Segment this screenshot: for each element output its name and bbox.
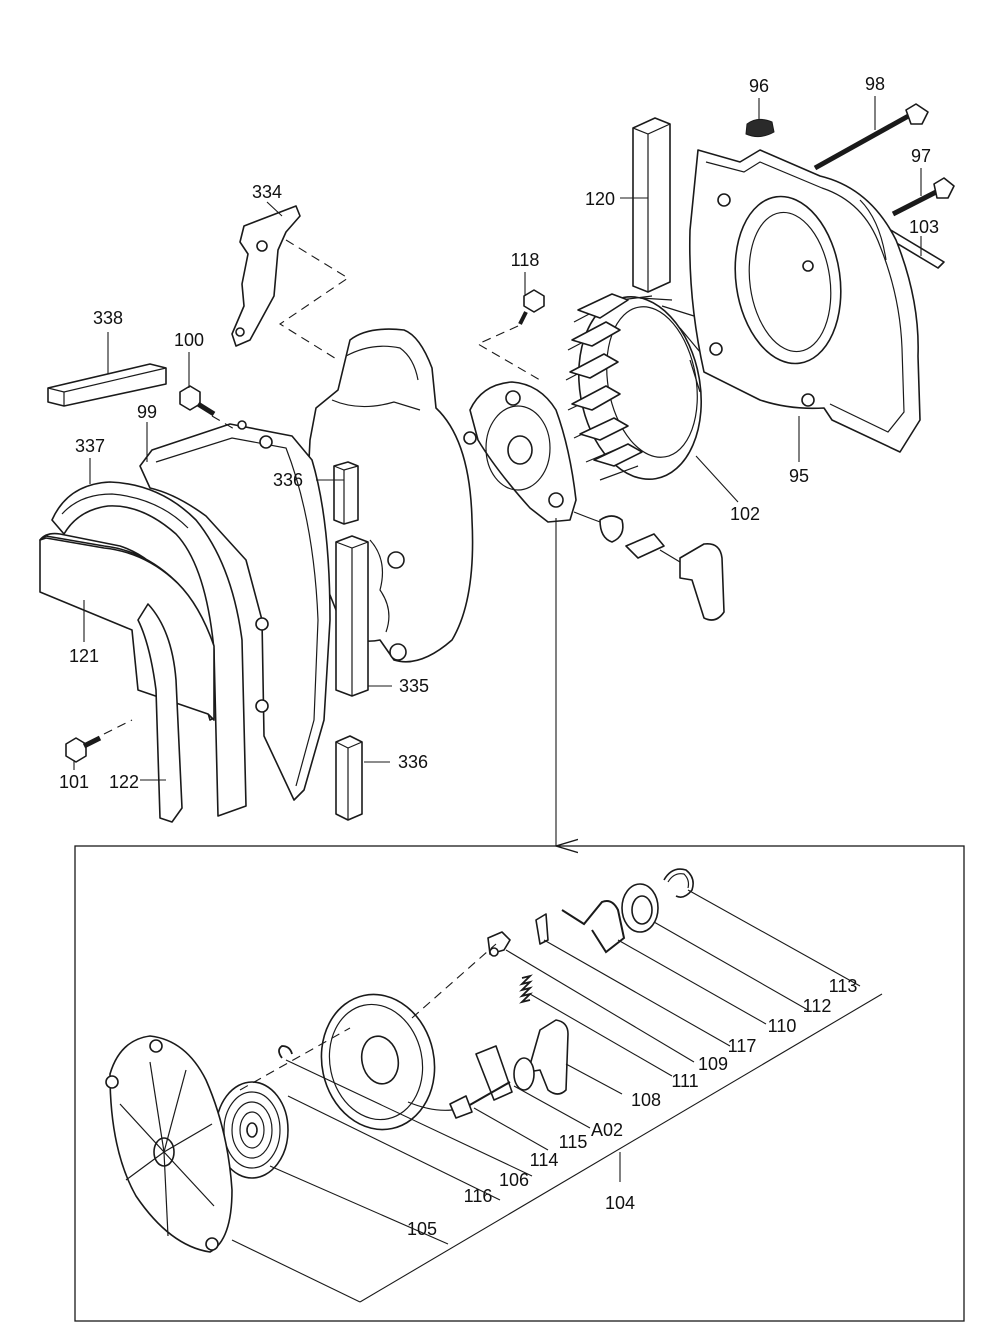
- callout-108: 108: [631, 1090, 661, 1110]
- detail-leader-lines: [231, 889, 883, 1303]
- circlip-part-106: [278, 1045, 293, 1059]
- bolt-part-97: [891, 177, 955, 217]
- clip-part-117: [535, 913, 549, 945]
- washer-part-112: [621, 883, 659, 933]
- flywheel-fan-part-102: [565, 293, 703, 481]
- snap-ring-part-113: [663, 868, 694, 898]
- callout-104: 104: [605, 1193, 635, 1213]
- callout-117: 117: [728, 1036, 757, 1056]
- upper-leader-lines: [73, 96, 922, 781]
- bolt-part-100: [179, 385, 216, 417]
- callout-335: 335: [399, 676, 429, 696]
- callout-111: 111: [671, 1071, 698, 1091]
- callout-101: 101: [59, 772, 89, 792]
- shroud-part-99: [139, 420, 331, 801]
- cap-part-96: [745, 118, 775, 138]
- pawl-part-109: [487, 931, 511, 957]
- recoil-spring-part-105: [215, 1081, 289, 1179]
- callout-334: 334: [252, 182, 282, 202]
- callout-336-lower: 336: [398, 752, 428, 772]
- callout-121: 121: [69, 646, 99, 666]
- screw-part-118: [518, 289, 545, 325]
- callout-100: 100: [174, 330, 204, 350]
- callout-99: 99: [137, 402, 157, 422]
- callout-116: 116: [464, 1186, 493, 1206]
- fan-housing-part-95: [688, 149, 921, 453]
- long-bolt-part-98: [813, 103, 929, 171]
- foam-strip-part-335: [335, 535, 369, 697]
- upper-callouts: 96 98 97 103 120 334 118 338 100 99 337 …: [59, 74, 939, 792]
- foam-block-part-338: [47, 363, 167, 407]
- callout-103: 103: [909, 217, 939, 237]
- seal-part-122: [137, 603, 183, 823]
- callout-105: 105: [407, 1219, 437, 1239]
- recoil-starter-housing-assembly: [463, 381, 725, 621]
- foam-block-part-336-lower: [335, 735, 363, 821]
- bolt-part-101: [65, 735, 102, 763]
- callout-114: 114: [530, 1150, 559, 1170]
- callout-338: 338: [93, 308, 123, 328]
- detail-assembly-lines: [239, 943, 497, 1091]
- cover-plate-part-121: [39, 532, 215, 721]
- callout-102: 102: [730, 504, 760, 524]
- guide-wire-part-110: [561, 900, 626, 954]
- foam-block-part-336-upper: [333, 461, 359, 525]
- callout-118: 118: [511, 250, 540, 270]
- detail-callouts: 113 112 110 117 109 111 108 A02 115 114 …: [407, 976, 857, 1239]
- callout-98: 98: [865, 74, 885, 94]
- callout-112: 112: [803, 996, 832, 1016]
- handle-part-108: [513, 1019, 569, 1095]
- callout-95: 95: [789, 466, 809, 486]
- callout-122: 122: [109, 772, 139, 792]
- callout-A02: A02: [591, 1120, 623, 1140]
- detail-frame: [74, 845, 965, 1322]
- seal-frame-part-337: [51, 481, 247, 817]
- callout-109: 109: [698, 1054, 728, 1074]
- callout-113: 113: [829, 976, 858, 996]
- starter-case: [105, 1035, 233, 1253]
- callout-96: 96: [749, 76, 769, 96]
- callout-110: 110: [768, 1016, 797, 1036]
- callout-337: 337: [75, 436, 105, 456]
- bracket-part-334: [231, 205, 301, 347]
- callout-106: 106: [499, 1170, 529, 1190]
- callout-115: 115: [559, 1132, 588, 1152]
- foam-strip-part-120: [632, 117, 671, 293]
- rope-guide-parts: [449, 1045, 513, 1119]
- upper-assembly-lines: [103, 239, 541, 735]
- callout-336-upper: 336: [273, 470, 303, 490]
- callout-120: 120: [585, 189, 615, 209]
- callout-97: 97: [911, 146, 931, 166]
- spring-part-111: [519, 974, 533, 1004]
